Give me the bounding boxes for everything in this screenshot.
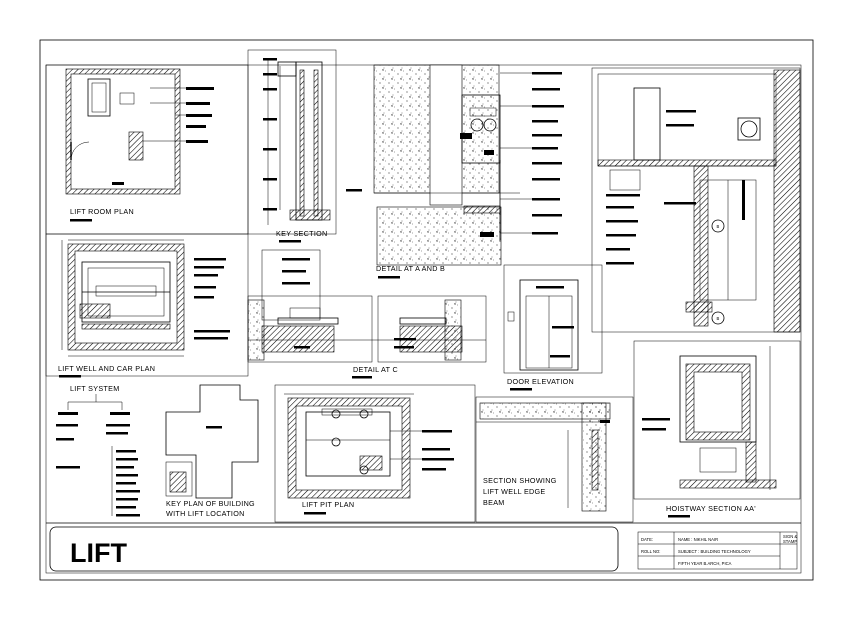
section-marker-b-lower: [711, 311, 725, 325]
detail-a-and-b: DETAIL AT A AND B: [373, 64, 564, 279]
roll-label: ROLL NO:: [641, 549, 660, 554]
section-marker-b-upper: [711, 219, 725, 233]
edge-beam-title-3: BEAM: [483, 498, 505, 507]
section-marker-b-upper-label: B: [717, 224, 720, 229]
lift-pit-plan-title: LIFT PIT PLAN: [302, 500, 354, 509]
year: FIFTH YEAR B.ARCH, PICA: [678, 561, 732, 566]
title-block: [637, 531, 798, 570]
door-elevation: DOOR ELEVATION: [503, 264, 603, 391]
hoistway-section-lower: HOISTWAY SECTION AA': [633, 340, 801, 518]
edge-beam-title-1: SECTION SHOWING: [483, 476, 557, 485]
title-strip: LIFT DATE: NAME : NIKHIL NAIR SIGN & STA…: [49, 526, 798, 572]
edge-beam-title-2: LIFT WELL EDGE: [483, 487, 546, 496]
detail-at-c: DETAIL AT C: [247, 249, 487, 379]
hoistway-section-title: HOISTWAY SECTION AA': [666, 504, 756, 513]
section-marker-b-lower-label: B: [717, 316, 720, 321]
hoistway-section-upper: B B: [591, 67, 801, 333]
date-label: DATE:: [641, 537, 653, 542]
outer-border: [39, 39, 814, 581]
detail-c-title: DETAIL AT C: [353, 365, 398, 374]
key-plan: KEY PLAN OF BUILDING WITH LIFT LOCATION: [165, 384, 259, 518]
edge-beam-section: SECTION SHOWING LIFT WELL EDGE BEAM: [475, 396, 634, 523]
detail-a-b-title: DETAIL AT A AND B: [376, 264, 445, 273]
sheet-title: LIFT: [70, 538, 127, 568]
key-plan-title-1: KEY PLAN OF BUILDING: [166, 499, 255, 508]
student-name: NAME : NIKHIL NAIR: [678, 537, 718, 542]
title-box: [49, 526, 619, 572]
door-elevation-title: DOOR ELEVATION: [507, 377, 574, 386]
lift-system: LIFT SYSTEM: [56, 384, 140, 517]
subject: SUBJECT : BUILDING TECHNOLOGY: [678, 549, 751, 554]
lift-system-title: LIFT SYSTEM: [70, 384, 120, 393]
lift-well-car-plan-title: LIFT WELL AND CAR PLAN: [58, 364, 155, 373]
lift-room-plan-title: LIFT ROOM PLAN: [70, 207, 134, 216]
lift-room-plan: LIFT ROOM PLAN: [45, 64, 249, 235]
key-section: KEY SECTION: [247, 49, 362, 243]
sign-stamp-2: STAMP: [783, 539, 797, 544]
key-section-title: KEY SECTION: [276, 229, 328, 238]
lift-pit-plan: LIFT PIT PLAN: [274, 384, 476, 523]
key-plan-title-2: WITH LIFT LOCATION: [166, 509, 245, 518]
sign-stamp-1: SIGN &: [783, 534, 797, 539]
lift-well-car-plan: LIFT WELL AND CAR PLAN: [45, 233, 249, 378]
